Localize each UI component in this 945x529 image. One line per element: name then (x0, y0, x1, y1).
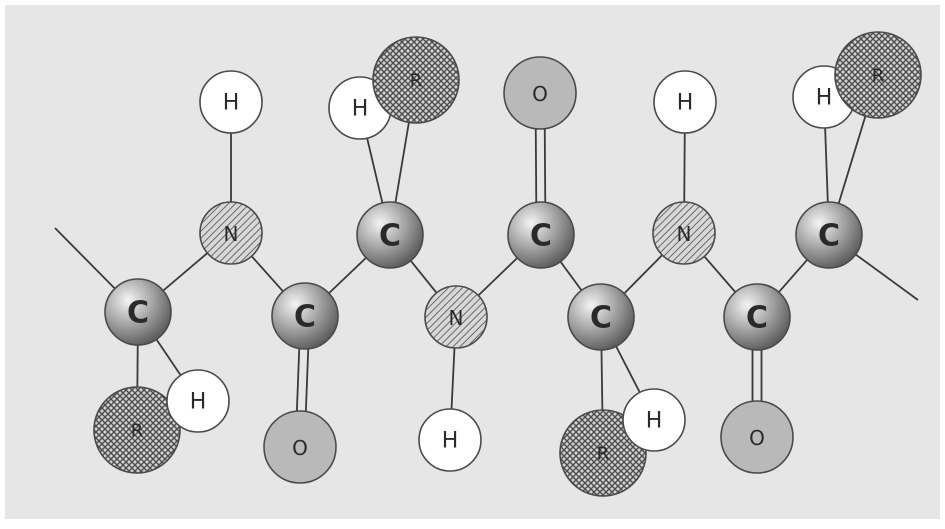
hydrogen-sphere (199, 70, 263, 134)
atom-r-c7: R (834, 31, 922, 119)
atom-o-c2: O (263, 410, 337, 484)
atom-c2: C (271, 282, 339, 350)
carbon-label: C (379, 219, 401, 254)
atom-c4: C (567, 283, 635, 351)
carbon-label: C (294, 300, 316, 335)
carbon-label: C (127, 296, 149, 331)
carbon-sphere (567, 283, 635, 351)
carbon-sphere (104, 278, 172, 346)
side-chain-sphere (834, 31, 922, 119)
hydrogen-label: H (677, 91, 694, 116)
atom-o-c5: O (503, 56, 577, 130)
side-chain-label: R (131, 421, 144, 442)
carbon-sphere (271, 282, 339, 350)
atom-h-c1: H (166, 369, 230, 433)
atom-layer: C N C C N C C N C C H H R O H H R R H O H R H O (93, 31, 922, 497)
carbon-label: C (590, 301, 612, 336)
side-chain-sphere (372, 36, 460, 124)
carbon-sphere (795, 201, 863, 269)
hydrogen-label: H (442, 429, 459, 454)
hydrogen-label: H (816, 86, 833, 111)
oxygen-sphere (263, 410, 337, 484)
atom-h-n3: H (653, 70, 717, 134)
nitrogen-sphere (424, 285, 488, 349)
atom-n1: N (199, 201, 263, 265)
hydrogen-label: H (352, 97, 369, 122)
oxygen-sphere (503, 56, 577, 130)
side-chain-sphere (93, 386, 181, 474)
side-chain-label: R (410, 71, 423, 92)
nitrogen-label: N (224, 222, 239, 246)
atom-c1: C (104, 278, 172, 346)
oxygen-label: O (532, 82, 548, 106)
atom-c3: C (356, 201, 424, 269)
nitrogen-label: N (449, 306, 464, 330)
atom-h-n1: H (199, 70, 263, 134)
hydrogen-sphere (622, 388, 686, 452)
oxygen-sphere (720, 400, 794, 474)
carbon-sphere (507, 201, 575, 269)
hydrogen-label: H (646, 409, 663, 434)
carbon-sphere (723, 283, 791, 351)
carbon-label: C (818, 219, 840, 254)
side-chain-label: R (872, 66, 885, 87)
atom-h-n2: H (418, 408, 482, 472)
nitrogen-sphere (199, 201, 263, 265)
atom-n3: N (652, 201, 716, 265)
nitrogen-sphere (652, 201, 716, 265)
atom-c6: C (723, 283, 791, 351)
atom-h-c4: H (622, 388, 686, 452)
carbon-sphere (356, 201, 424, 269)
carbon-label: C (530, 219, 552, 254)
atom-r-c1: R (93, 386, 181, 474)
hydrogen-label: H (223, 91, 240, 116)
atom-c5: C (507, 201, 575, 269)
atom-n2: N (424, 285, 488, 349)
nitrogen-label: N (677, 222, 692, 246)
hydrogen-label: H (190, 390, 207, 415)
carbon-label: C (746, 301, 768, 336)
atom-r-c3: R (372, 36, 460, 124)
atom-c7: C (795, 201, 863, 269)
oxygen-label: O (749, 426, 765, 450)
side-chain-label: R (597, 444, 610, 465)
hydrogen-sphere (166, 369, 230, 433)
atom-o-c6: O (720, 400, 794, 474)
hydrogen-sphere (418, 408, 482, 472)
hydrogen-sphere (653, 70, 717, 134)
oxygen-label: O (292, 436, 308, 460)
